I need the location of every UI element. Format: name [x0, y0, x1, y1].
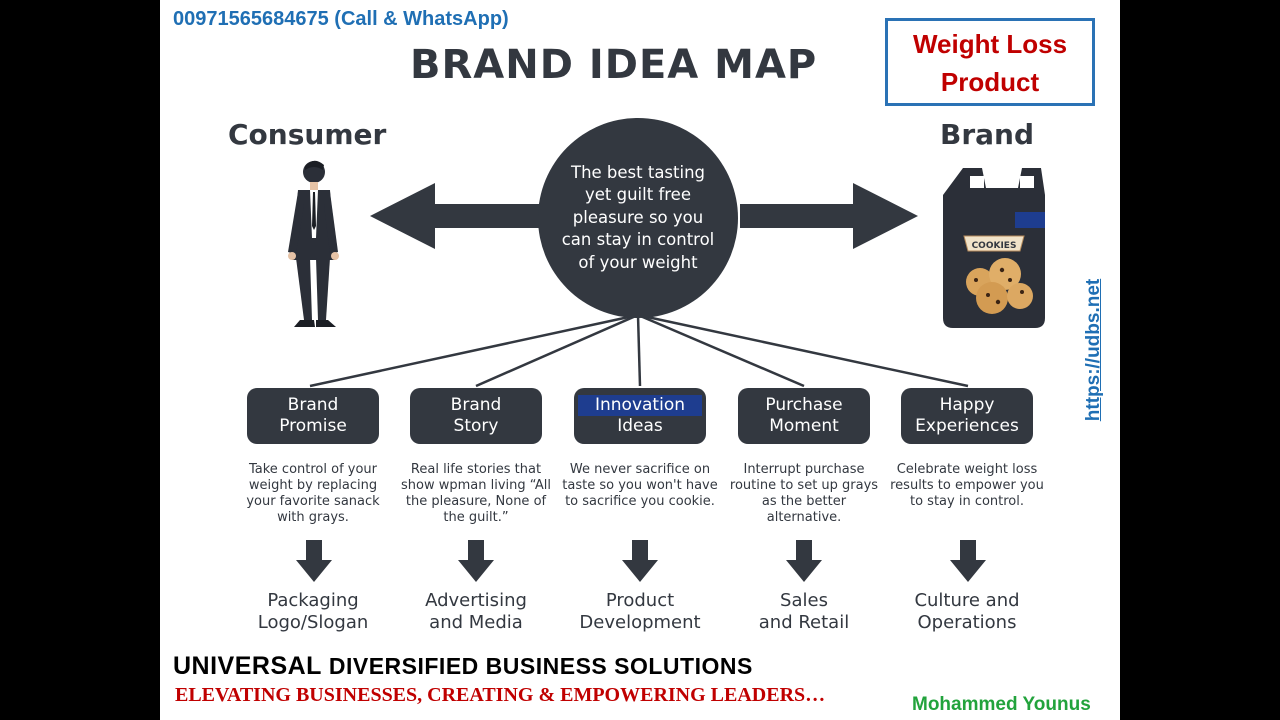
outcome-line: Advertising: [425, 590, 527, 611]
down-arrow-icon: [786, 540, 822, 582]
website-link[interactable]: https://udbs.net: [1082, 265, 1106, 435]
pillar-brand-story: Brand Story: [410, 388, 542, 444]
pillar-happy-experiences: Happy Experiences: [901, 388, 1033, 444]
consumer-label: Consumer: [228, 118, 387, 151]
pillar-title: Happy: [939, 395, 995, 415]
down-arrow-icon: [950, 540, 986, 582]
pillar-innovation-ideas: Innovation Ideas: [574, 388, 706, 444]
brand-label: Brand: [940, 118, 1035, 151]
outcome-line: Packaging: [267, 590, 359, 611]
pillar-title: Purchase: [765, 395, 843, 415]
pillar-outcome: Product Development: [560, 590, 720, 634]
bag-label: COOKIES: [972, 241, 1017, 251]
pillar-description: We never sacrifice on taste so you won't…: [562, 462, 718, 509]
businessman-icon: [288, 160, 339, 327]
outcome-line: and Media: [429, 612, 523, 633]
author-name: Mohammed Younus: [912, 694, 1091, 715]
pillar-description: Take control of your weight by replacing…: [246, 462, 380, 525]
company-name-rest: DIVERSIFIED BUSINESS SOLUTIONS: [321, 653, 753, 679]
connector-lines: COOKIES: [288, 160, 1045, 582]
down-arrows: [296, 540, 986, 582]
outcome-line: Logo/Slogan: [257, 612, 369, 633]
pillar-title: Ideas: [617, 416, 663, 436]
pillar-description: Interrupt purchase routine to set up gra…: [729, 462, 879, 525]
pillar-title: Moment: [769, 416, 839, 436]
pillar-title: Brand: [450, 395, 502, 415]
pillar-brand-promise: Brand Promise: [247, 388, 379, 444]
pillar-title: Story: [453, 416, 499, 436]
outcome-line: Development: [579, 612, 701, 633]
product-box-line-2: Product: [940, 67, 1040, 97]
page-title: BRAND IDEA MAP: [410, 42, 818, 88]
pillar-title: Brand: [287, 395, 339, 415]
pillar-title: Promise: [279, 416, 347, 436]
website-link-text[interactable]: https://udbs.net: [1083, 278, 1104, 422]
brand-essence-text: The best tasting yet guilt free pleasure…: [561, 162, 715, 272]
product-box: Weight Loss Product: [885, 18, 1095, 106]
company-name: UNIVERSAL DIVERSIFIED BUSINESS SOLUTIONS: [173, 652, 753, 681]
company-name-first: UNIVERSAL: [173, 652, 322, 680]
pillar-title: Innovation: [578, 395, 702, 416]
down-arrow-icon: [458, 540, 494, 582]
outcome-line: Product: [605, 590, 675, 611]
pillar-description: Real life stories that show wpman living…: [401, 462, 551, 525]
pillar-title: Experiences: [915, 416, 1019, 436]
outcome-line: Culture and: [914, 590, 1020, 611]
brand-essence-circle: The best tasting yet guilt free pleasure…: [538, 118, 738, 318]
pillar-outcome: Advertising and Media: [396, 590, 556, 634]
outcome-line: and Retail: [758, 612, 850, 633]
outcome-line: Operations: [917, 612, 1017, 633]
slide: 00971565684675 (Call & WhatsApp) BRAND I…: [160, 0, 1120, 720]
pillar-outcome: Packaging Logo/Slogan: [233, 590, 393, 634]
down-arrow-icon: [296, 540, 332, 582]
double-arrow-icon: [370, 183, 918, 249]
pillar-outcome: Sales and Retail: [724, 590, 884, 634]
product-box-line-1: Weight Loss: [912, 29, 1068, 59]
pillar-outcome: Culture and Operations: [887, 590, 1047, 634]
outcome-line: Sales: [780, 590, 828, 611]
company-tagline: ELEVATING BUSINESSES, CREATING & EMPOWER…: [175, 684, 826, 706]
down-arrow-icon: [622, 540, 658, 582]
cookie-bag-icon: [943, 168, 1045, 328]
pillar-purchase-moment: Purchase Moment: [738, 388, 870, 444]
contact-phone[interactable]: 00971565684675 (Call & WhatsApp): [173, 8, 509, 30]
fan-lines: [309, 313, 969, 388]
pillar-description: Celebrate weight loss results to empower…: [890, 462, 1044, 509]
